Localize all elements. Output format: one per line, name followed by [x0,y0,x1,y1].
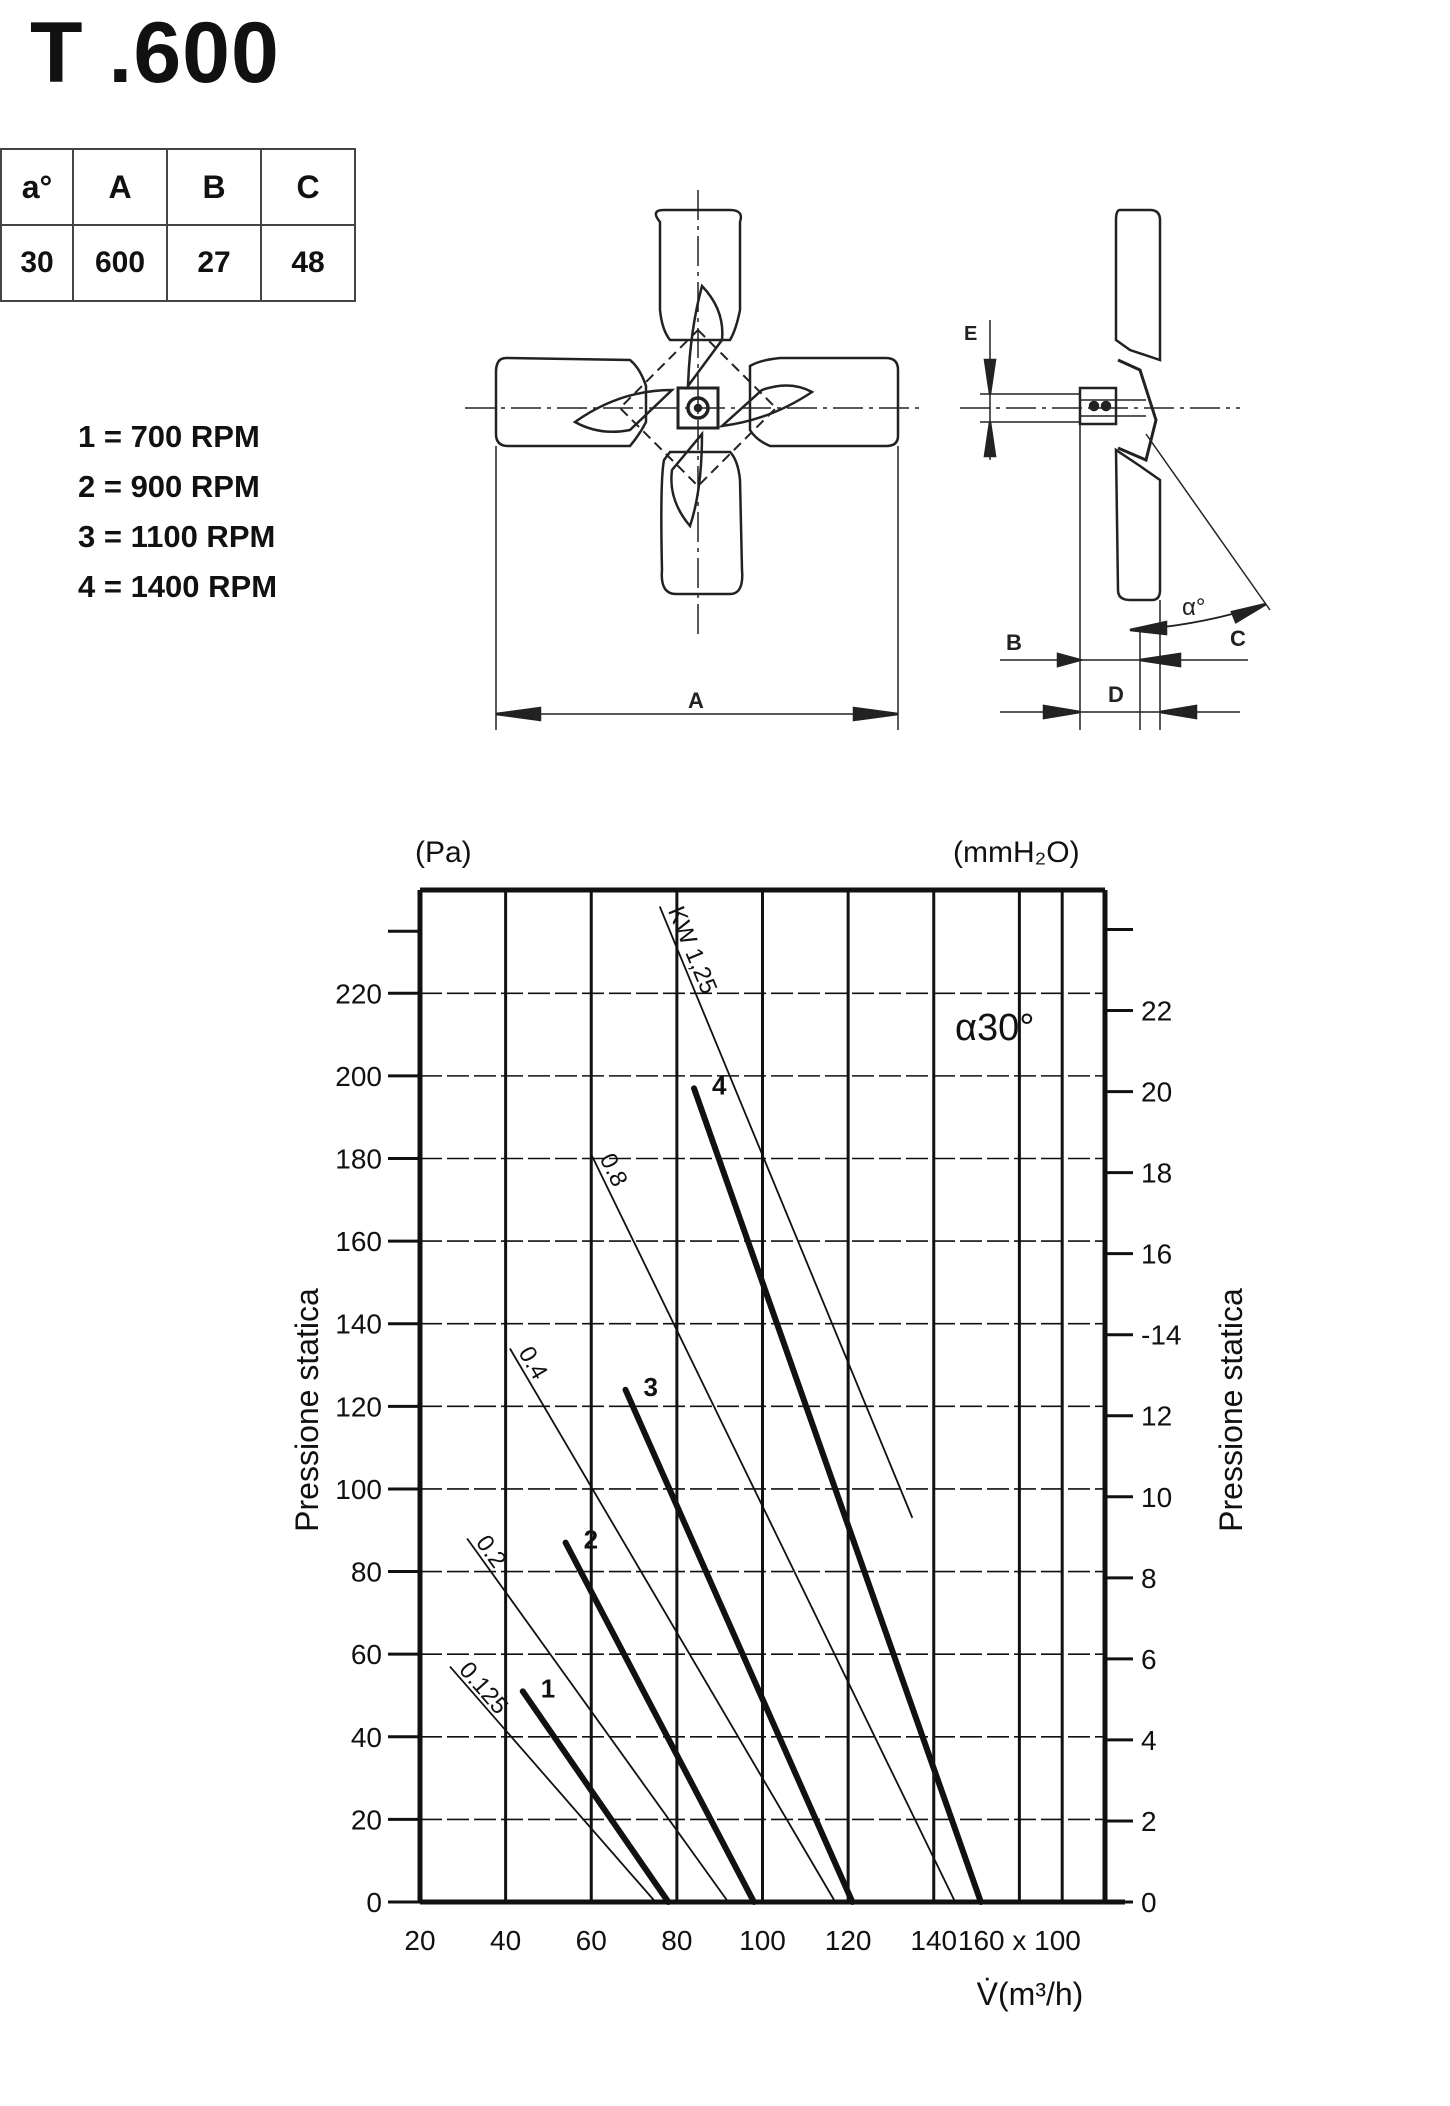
rpm-item-4: 4 = 1400 RPM [78,569,278,604]
y-tick-label-left: 220 [335,978,382,1009]
power-line [466,1537,729,1903]
y-tick-label-right: 10 [1141,1482,1172,1513]
x-tick-label: 140 [910,1925,957,1956]
rpm-curve-1 [519,1688,672,1905]
rpm-item-3: 3 = 1100 RPM [78,519,276,554]
y-tick-label-left: 100 [335,1474,382,1505]
y-tick-label-left: 80 [351,1557,382,1588]
spec-value-c: 48 [260,224,356,302]
spec-value-b: 27 [166,224,262,302]
y-tick-label-left: 20 [351,1804,382,1835]
left-unit-label: (Pa) [415,836,472,869]
rpm-legend: 1 = 700 RPM 2 = 900 RPM 3 = 1100 RPM 4 =… [78,412,277,612]
angle-label: α° [1182,594,1205,621]
rpm-curve-label: 4 [712,1070,727,1100]
y-axis-label-right: Pressione statica [1213,1288,1249,1532]
y-tick-label-left: 40 [351,1722,382,1753]
dimension-label-e: E [964,323,977,345]
fan-front-view: A [465,190,920,730]
y-tick-label-left: 200 [335,1061,382,1092]
y-tick-label-right: 18 [1141,1158,1172,1189]
dimension-label-a: A [688,688,704,713]
x-tick-label: 20 [404,1925,435,1956]
power-line [449,1665,657,1903]
y-tick-label-right: 20 [1141,1077,1172,1108]
y-tick-label-right: 4 [1141,1725,1157,1756]
rpm-curve-4 [691,1085,984,1905]
dimension-label-b: B [1006,630,1022,655]
y-tick-label-left: 60 [351,1639,382,1670]
y-tick-label-left: 180 [335,1143,382,1174]
rpm-curve-2 [562,1539,757,1905]
angle-annotation: α30° [955,1007,1034,1049]
spec-header-c: C [260,148,356,226]
spec-header-row: a° A B C [0,148,356,226]
chart-grid [417,887,1125,1905]
x-tick-label: 80 [661,1925,692,1956]
spec-value-angle: 30 [0,224,74,302]
y-tick-label-left: 160 [335,1226,382,1257]
spec-header-b: B [166,148,262,226]
spec-value-row: 30 600 27 48 [0,224,356,302]
dimension-label-d: D [1108,682,1124,707]
rpm-curve-label: 3 [644,1372,658,1402]
spec-header-a: A [72,148,168,226]
power-line-label: 0.4 [513,1342,553,1384]
rpm-curve-label: 1 [541,1673,555,1703]
rpm-curves: 1 2 3 4 [519,1070,984,1905]
y-tick-label-right: 16 [1141,1239,1172,1270]
y-tick-label-right: 6 [1141,1644,1157,1675]
x-tick-label: 100 [739,1925,786,1956]
dimension-label-c: C [1230,626,1246,651]
y-tick-label-right: 2 [1141,1806,1157,1837]
power-line-label: KW 1,25 [662,903,722,998]
y-tick-label-right: 8 [1141,1563,1157,1594]
y-tick-label-right: 22 [1141,996,1172,1027]
rpm-curve-3 [622,1386,856,1905]
x-tick-label: 160 x 100 [958,1925,1081,1956]
spec-value-a: 600 [72,224,168,302]
x-tick-label: 60 [576,1925,607,1956]
y-tick-label-right: -14 [1141,1320,1181,1351]
spec-table: a° A B C 30 600 27 48 [0,148,356,302]
spec-header-angle: a° [0,148,74,226]
power-line [509,1348,837,1903]
right-unit-label: (mmH₂O) [953,836,1080,869]
y-tick-label-right: 12 [1141,1401,1172,1432]
y-tick-label-left: 140 [335,1309,382,1340]
rpm-curve-label: 2 [584,1525,598,1555]
y-tick-label-left: 120 [335,1391,382,1422]
y-axis-label-left: Pressione statica [289,1288,325,1532]
x-tick-label: 120 [825,1925,872,1956]
fan-side-view: E α° B C D [960,208,1271,730]
x-axis-label: V̇(m³/h) [977,1976,1084,2012]
x-tick-label: 40 [490,1925,521,1956]
rpm-item-1: 1 = 700 RPM [78,419,260,454]
page-title: T .600 [30,5,280,101]
rpm-item-2: 2 = 900 RPM [78,469,260,504]
fan-diagram: A E α° B C D [465,190,1271,730]
y-tick-label-left: 0 [366,1887,382,1918]
power-line [590,1153,956,1903]
power-line [658,906,914,1519]
y-tick-label-right: 0 [1141,1887,1157,1918]
power-line-label: 0.8 [594,1149,633,1191]
